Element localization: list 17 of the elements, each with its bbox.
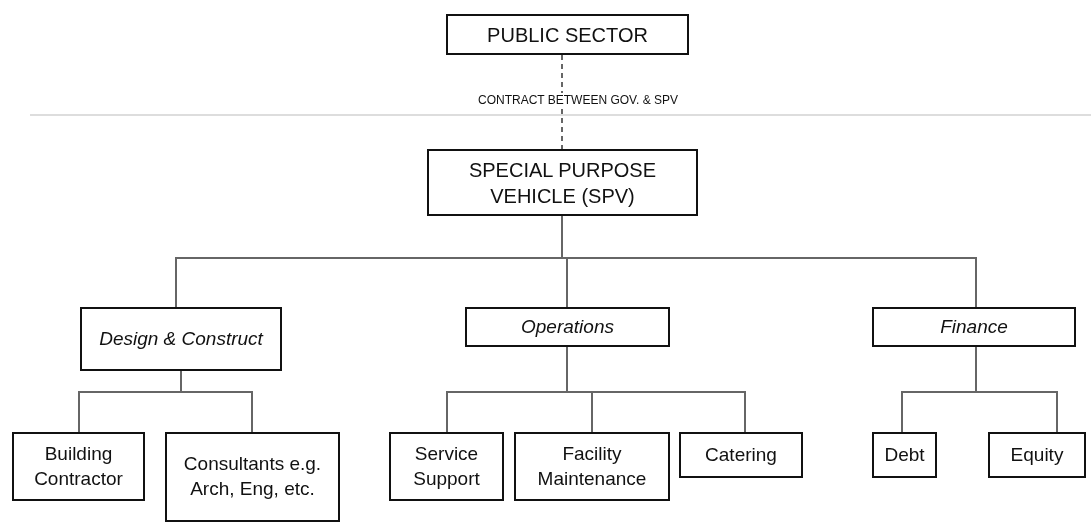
connector-line [180, 370, 253, 433]
org-box: PUBLIC SECTOR [446, 14, 689, 55]
org-box: Debt [872, 432, 937, 478]
org-box: Catering [679, 432, 803, 478]
org-box: Equity [988, 432, 1086, 478]
org-box: Facility Maintenance [514, 432, 670, 501]
connector-line [975, 346, 1058, 433]
connector-line [566, 346, 746, 433]
dashed-connector [561, 54, 563, 150]
edge-label: CONTRACT BETWEEN GOV. & SPV [476, 93, 680, 107]
org-box: SPECIAL PURPOSE VEHICLE (SPV) [427, 149, 698, 216]
org-box: Service Support [389, 432, 504, 501]
org-box: Consultants e.g. Arch, Eng, etc. [165, 432, 340, 522]
org-box: Finance [872, 307, 1076, 347]
org-box: Design & Construct [80, 307, 282, 371]
org-box: Building Contractor [12, 432, 145, 501]
org-box: Operations [465, 307, 670, 347]
